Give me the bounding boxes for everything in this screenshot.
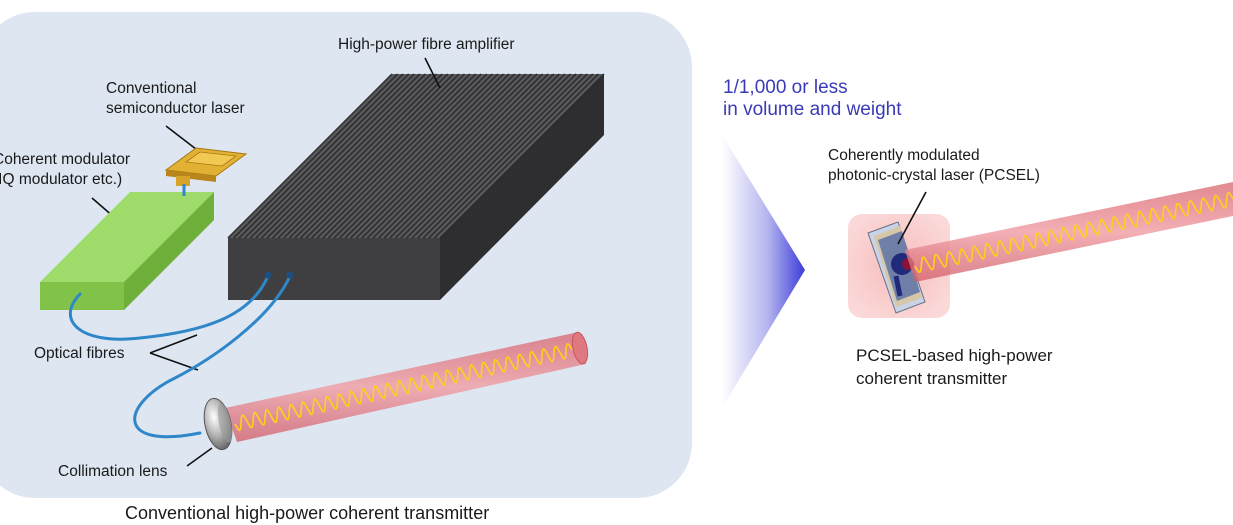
- fin-line: [405, 73, 572, 239]
- lens-label: Collimation lens: [58, 463, 168, 480]
- comparison-line1: 1/1,000 or less: [723, 77, 848, 98]
- fin-line: [272, 73, 438, 239]
- pcsel-label-line2: photonic-crystal laser (PCSEL): [828, 167, 1040, 184]
- fin-line: [355, 73, 521, 239]
- fin-line: [389, 73, 555, 239]
- fin-line: [333, 73, 499, 239]
- left-laser-beam: [225, 331, 589, 442]
- right-wave: [914, 191, 1233, 274]
- modulator-label-line1: Coherent modulator: [0, 151, 130, 168]
- fin-line: [305, 73, 471, 239]
- fin-line: [227, 73, 393, 239]
- lens-leader: [186, 447, 213, 467]
- fin-line: [260, 73, 427, 239]
- leader-lines: [91, 57, 441, 467]
- fin-line: [299, 73, 466, 239]
- comparison-arrow: [722, 135, 805, 408]
- modulator-label-line2: (IQ modulator etc.): [0, 171, 123, 188]
- laser-label-line2: semiconductor laser: [106, 100, 245, 117]
- fibre-amplifier-to-lens: [133, 274, 292, 439]
- fin-line: [378, 73, 544, 239]
- fin-line: [350, 73, 516, 239]
- fin-line: [394, 73, 560, 239]
- coherent-modulator-block: [40, 192, 214, 310]
- fin-line: [428, 73, 594, 239]
- fin-line: [361, 73, 527, 239]
- fin-line: [294, 73, 460, 239]
- collimation-lens: [203, 397, 233, 451]
- fin-line: [339, 73, 505, 239]
- fin-line: [344, 73, 510, 239]
- semiconductor-laser-chip: [164, 147, 248, 186]
- fibre-modulator-to-amplifier: [68, 274, 270, 341]
- right-laser-beam: [905, 182, 1233, 282]
- fin-line: [266, 73, 432, 239]
- fin-line: [244, 73, 410, 239]
- fibre-amplifier-block: [227, 73, 605, 300]
- pcsel-label-line1: Coherently modulated: [828, 147, 980, 164]
- amplifier-leader: [424, 57, 441, 89]
- fibre-leader-b: [149, 352, 199, 371]
- fibre-port-1: [264, 271, 272, 279]
- fin-line: [366, 73, 533, 239]
- fin-line: [422, 73, 588, 239]
- fibre-port-2: [286, 271, 294, 279]
- right-caption-line2: coherent transmitter: [856, 369, 1008, 388]
- pcsel-device: [848, 214, 950, 318]
- fin-line: [283, 73, 449, 239]
- fin-line: [372, 73, 538, 239]
- fin-line: [411, 73, 577, 239]
- fibres-label: Optical fibres: [34, 345, 125, 362]
- fin-line: [439, 73, 605, 239]
- amplifier-label: High-power fibre amplifier: [338, 36, 515, 53]
- pcsel-leader: [897, 191, 927, 245]
- left-caption: Conventional high-power coherent transmi…: [125, 503, 490, 523]
- fin-line: [277, 73, 443, 239]
- fin-line: [400, 73, 566, 239]
- fibre-leader-a: [149, 334, 198, 354]
- heat-sink-fins: [227, 73, 605, 239]
- laser-label-line1: Conventional: [106, 80, 197, 97]
- fin-line: [322, 73, 488, 239]
- fin-line: [233, 73, 399, 239]
- fin-line: [255, 73, 421, 239]
- right-caption-line1: PCSEL-based high-power: [856, 346, 1053, 365]
- comparison-line2: in volume and weight: [723, 99, 902, 120]
- fin-line: [327, 73, 493, 239]
- fin-line: [238, 73, 404, 239]
- optical-fibres: [68, 274, 292, 439]
- fin-line: [433, 73, 599, 239]
- fin-line: [417, 73, 583, 239]
- fin-line: [288, 73, 454, 239]
- fin-line: [316, 73, 482, 239]
- left-wave: [234, 342, 573, 432]
- fin-line: [249, 73, 415, 239]
- fin-line: [383, 73, 549, 239]
- fin-line: [311, 73, 477, 239]
